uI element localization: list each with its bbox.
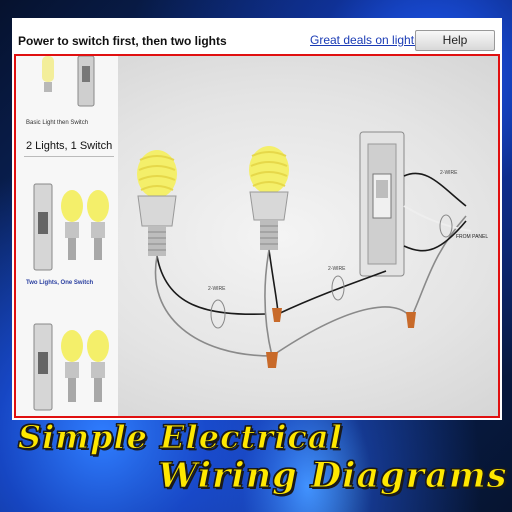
sidebar: Basic Light then Switch 2 Lights, 1 Swit… bbox=[16, 56, 118, 416]
wire-label-3: 2-WIRE bbox=[440, 170, 458, 176]
cable-clamp-icon bbox=[331, 275, 345, 301]
thumb-two-lights-icon bbox=[33, 183, 109, 271]
cable-clamp-icon bbox=[439, 214, 453, 238]
sidebar-divider bbox=[24, 156, 114, 157]
banner-title-line2: Wiring Diagrams bbox=[157, 455, 508, 497]
wiring-diagram: 2-WIRE 2-WIRE 2-WIRE FROM PANEL bbox=[137, 131, 488, 368]
thumb-basic-light-icon bbox=[42, 56, 95, 107]
thumb-two-lights-bottom-icon bbox=[33, 323, 109, 411]
cfl-bulb-left-icon bbox=[137, 150, 177, 256]
wires bbox=[154, 172, 472, 357]
help-button[interactable]: Help bbox=[415, 30, 495, 51]
page-title: Power to switch first, then two lights bbox=[18, 34, 227, 48]
sidebar-heading: 2 Lights, 1 Switch bbox=[26, 140, 113, 152]
cable-clamp-icon bbox=[210, 299, 226, 329]
sidebar-thumbnails bbox=[33, 56, 109, 411]
caption-basic-light: Basic Light then Switch bbox=[26, 120, 89, 126]
banner-title-line1: Simple Electrical bbox=[18, 418, 343, 457]
from-panel-label: FROM PANEL bbox=[456, 234, 488, 240]
caption-two-lights: Two Lights, One Switch bbox=[26, 280, 94, 286]
diagram-panel: Basic Light then Switch 2 Lights, 1 Swit… bbox=[14, 54, 500, 418]
wire-nut-icons bbox=[266, 308, 416, 368]
wire-label-1: 2-WIRE bbox=[208, 286, 226, 292]
wire-label-2: 2-WIRE bbox=[328, 266, 346, 272]
cfl-bulb-right-icon bbox=[249, 146, 289, 250]
light-switch-icon bbox=[359, 131, 405, 277]
deals-link[interactable]: Great deals on lighting! bbox=[310, 33, 434, 47]
